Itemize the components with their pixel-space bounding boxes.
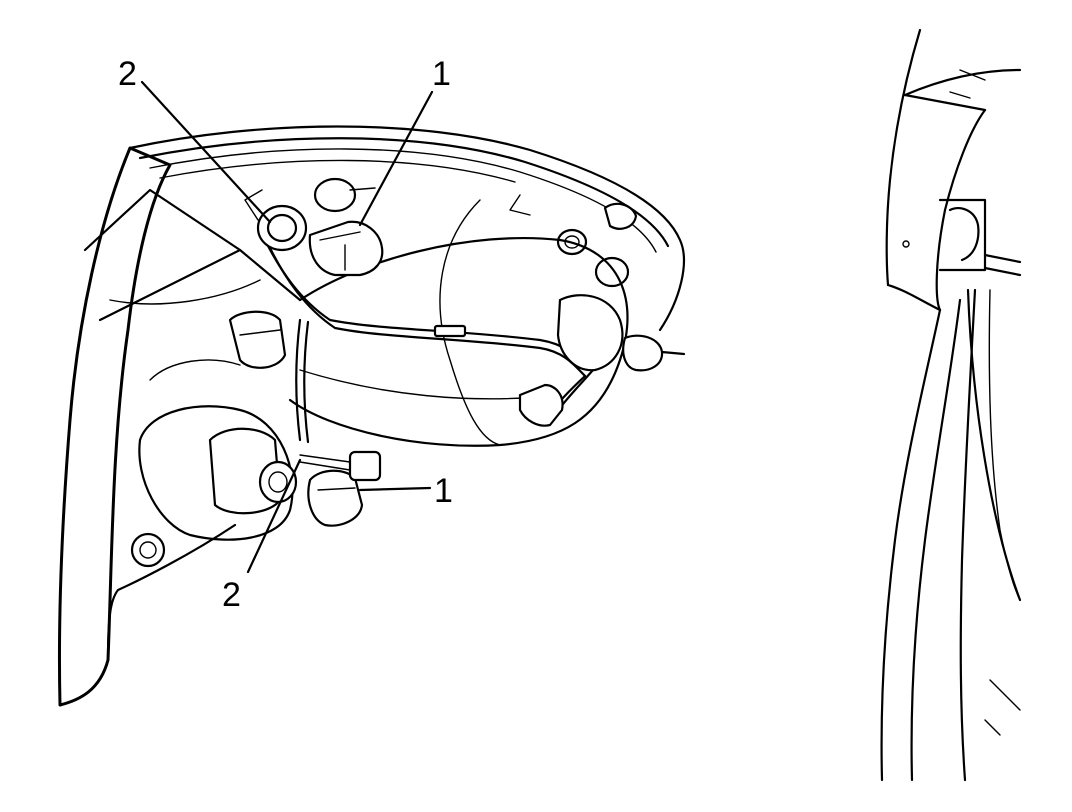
side-socket <box>228 310 287 369</box>
lower-reflector <box>130 359 294 568</box>
leader-lower-socket <box>246 458 302 574</box>
callout-label-upper-socket: 2 <box>118 55 137 93</box>
lower-bulb <box>299 450 382 527</box>
upper-bulb <box>308 177 384 277</box>
vehicle-body-detail <box>880 28 1022 782</box>
leader-upper-socket <box>140 80 272 224</box>
callout-leaders <box>140 80 434 574</box>
upper-socket <box>244 189 308 252</box>
callout-label-upper-bulb: 1 <box>432 55 451 93</box>
callout-labels: 2 1 1 2 <box>118 55 453 614</box>
lamp-housing <box>57 125 685 707</box>
right-socket <box>518 202 686 427</box>
lower-socket <box>208 427 298 515</box>
leader-lower-bulb <box>358 486 432 492</box>
callout-label-lower-socket: 2 <box>222 576 241 614</box>
reflector-body <box>288 194 629 447</box>
callout-label-lower-bulb: 1 <box>434 472 453 510</box>
leader-upper-bulb <box>358 90 434 227</box>
